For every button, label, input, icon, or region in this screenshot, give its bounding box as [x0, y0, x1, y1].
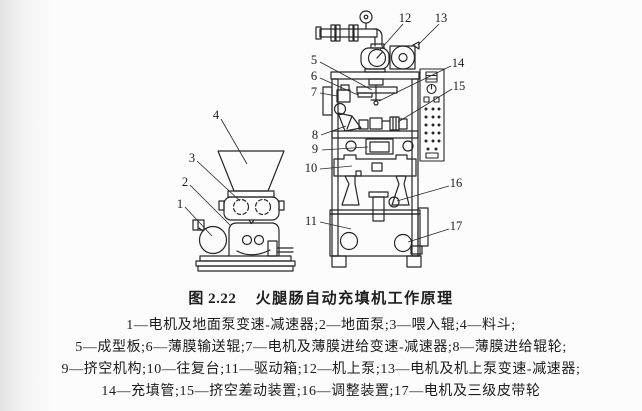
- part-label-12: 12: [399, 11, 412, 25]
- legend-line-3: 9—挤空机构;10—往复台;11—驱动箱;12—机上泵;13—电机及机上泵变速-…: [61, 362, 581, 377]
- vacuum-differential-assembly: [358, 116, 408, 131]
- film-feed-motor: [333, 84, 351, 116]
- ground-motor: [192, 219, 228, 255]
- pressure-gauge-icon: [359, 10, 373, 30]
- adjusting-device: [388, 196, 400, 208]
- figure-number: 图 2.22: [188, 291, 237, 307]
- mid-platform: [331, 130, 419, 139]
- legend-line-4: 14—充填管;15—挤空差动装置;16—调整装置;17—电机及三级皮带轮: [101, 384, 541, 399]
- panel-buttons: [424, 107, 441, 151]
- part-label-13: 13: [435, 11, 448, 25]
- part-label-14: 14: [452, 56, 465, 70]
- part-label-11: 11: [305, 214, 317, 228]
- hopper: [217, 150, 285, 198]
- ground-pump-body: [228, 222, 294, 257]
- part-label-10: 10: [305, 161, 318, 175]
- part-label-5: 5: [311, 53, 317, 67]
- part-label-4: 4: [213, 108, 220, 122]
- forming-plate-and-filling-tube: [356, 78, 398, 106]
- part-label-15: 15: [453, 79, 466, 93]
- part-label-2: 2: [182, 175, 188, 189]
- machine-pump: [360, 47, 390, 73]
- legend-line-1: 1—电机及地面泵变速-减速器;2—地面泵;3—喂入辊;4—料斗;: [126, 318, 516, 333]
- film-roll-holder: [322, 86, 333, 116]
- part-label-17: 17: [450, 219, 463, 233]
- part-label-7: 7: [311, 85, 317, 99]
- figure-title-line: 图 2.22 火腿肠自动充填机工作原理: [0, 287, 642, 308]
- part-label-6: 6: [311, 69, 317, 83]
- figure-title: 火腿肠自动充填机工作原理: [255, 291, 454, 307]
- machine-feet: [331, 255, 422, 268]
- part-label-3: 3: [189, 151, 195, 165]
- pump-motor: [389, 41, 420, 70]
- part-label-1: 1: [177, 197, 183, 211]
- legend-line-2: 5—成型板;6—薄膜输送辊;7—电机及薄膜进给变速-减速器;8—薄膜进给辊轮;: [75, 340, 567, 355]
- top-pipe: [315, 24, 378, 42]
- part-labels: 1 2 3 4 5 6 7 8 9 10 11 12 13 14 15 16 1…: [177, 11, 465, 233]
- table-supports: [341, 175, 410, 222]
- feeder-base: [195, 255, 296, 272]
- feed-roller-head: [218, 196, 285, 225]
- drive-box: [329, 207, 429, 257]
- part-label-16: 16: [450, 176, 463, 190]
- reciprocating-table: [333, 154, 417, 177]
- filling-machine: [315, 10, 445, 268]
- part-label-8: 8: [312, 128, 318, 142]
- film-feed-rollers: [337, 112, 362, 132]
- part-label-9: 9: [312, 142, 318, 156]
- leader-lines: [184, 23, 453, 243]
- vacuum-mechanism: [345, 138, 414, 155]
- figure-caption: 图 2.22 火腿肠自动充填机工作原理 1—电机及地面泵变速-减速器;2—地面泵…: [0, 287, 642, 403]
- feeder-machine: [192, 150, 296, 272]
- control-panel: [419, 68, 445, 162]
- machine-diagram: 1 2 3 4 5 6 7 8 9 10 11 12 13 14 15 16 1…: [177, 10, 465, 272]
